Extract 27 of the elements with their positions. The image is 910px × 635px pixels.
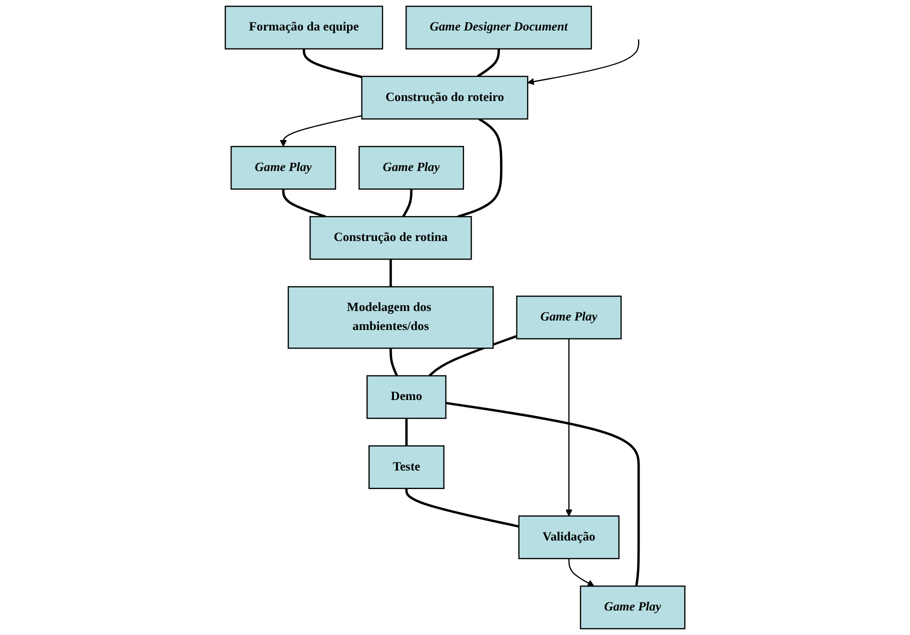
connector [446,402,640,586]
node-box: Validação [518,515,620,560]
connector [457,118,502,218]
connector [302,48,362,78]
node-box: Game Play [580,586,686,630]
node-box: Game Designer Document [405,6,592,50]
node-box: Formação da equipe [224,6,384,50]
connector [428,335,518,377]
connector [282,189,326,218]
node-box: Demo [366,375,446,419]
arrow [565,338,572,516]
node-box: Teste [368,445,444,490]
connector [476,48,500,78]
node-box: Game Play [358,146,464,190]
connector [389,259,392,287]
node-box: Modelagem dos ambientes/dos [288,286,494,349]
node-box: Construção do roteiro [361,76,528,120]
arrow [568,558,594,586]
connector [402,189,412,218]
arrow [280,115,362,147]
connector [405,418,408,446]
node-box: Game Play [230,146,336,190]
node-box: Construção de rotina [309,216,472,260]
node-box: Game Play [516,296,622,340]
connector [389,348,398,376]
connector [405,488,520,528]
arrow [527,39,640,85]
